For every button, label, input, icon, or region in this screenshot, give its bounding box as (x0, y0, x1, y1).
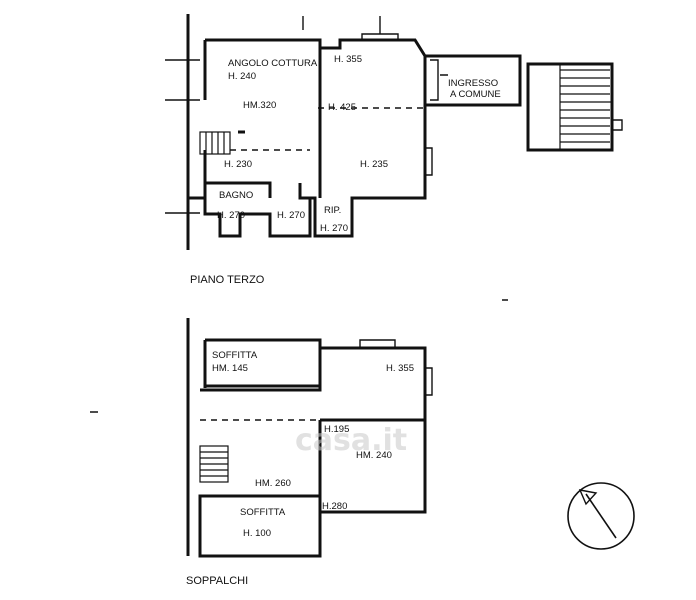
floor-title-piano-terzo: PIANO TERZO (190, 274, 265, 286)
stairwell-wall (526, 62, 614, 152)
room-label-a-comune: A COMUNE (450, 89, 501, 100)
stairs-soppalchi (199, 445, 229, 483)
height-label: H. 235 (360, 159, 388, 170)
height-label: H. 230 (224, 159, 252, 170)
watermark: casa.it (295, 423, 407, 458)
ingresso-wall (425, 54, 522, 107)
piano-terzo-plan: ANGOLO COTTURA H. 240 H. 355 INGRESSO A … (165, 14, 623, 286)
room-label-ingresso: INGRESSO (448, 78, 498, 89)
stairwell-notch (612, 119, 623, 131)
window-top (361, 33, 399, 40)
height-label: H.280 (322, 501, 347, 512)
partition-wall-3 (238, 130, 315, 200)
window-top (359, 339, 396, 348)
height-label: H. 270 (217, 210, 245, 221)
height-label: H.195 (324, 424, 349, 435)
partition-wall-2 (203, 40, 272, 200)
floor-title-soppalchi: SOPPALCHI (186, 575, 248, 587)
stairs-piano-terzo (199, 131, 231, 155)
height-label: H. 270 (277, 210, 305, 221)
room-label-soffitta: SOFFITTA (212, 350, 258, 361)
soppalchi-outer-wall (186, 318, 427, 556)
north-arrow-icon (567, 482, 635, 550)
window (425, 147, 433, 176)
room-label-rip: RIP. (324, 205, 341, 216)
height-label: H. 100 (243, 528, 271, 539)
soffitta-top-wall (203, 340, 320, 388)
height-label: H. 425 (328, 102, 356, 113)
soppalchi-plan: SOFFITTA HM. 145 H. 355 H.195 HM. 240 HM… (90, 299, 508, 587)
height-label: HM.320 (243, 100, 276, 111)
ingresso-door (430, 59, 448, 101)
height-label: HM. 260 (255, 478, 291, 489)
room-label-angolo-cottura: ANGOLO COTTURA (228, 58, 318, 69)
stairwell-stairs (559, 64, 612, 150)
room-label-soffitta: SOFFITTA (240, 507, 286, 518)
wall-stub (90, 299, 508, 413)
height-label: H. 270 (320, 223, 348, 234)
height-label: H. 355 (386, 363, 414, 374)
window (425, 367, 433, 396)
height-label: H. 355 (334, 54, 362, 65)
room-label-bagno: BAGNO (219, 190, 253, 201)
height-label: H. 240 (228, 71, 256, 82)
piano-terzo-outer-wall (186, 14, 427, 238)
height-label: HM. 145 (212, 363, 248, 374)
soffitta-bottom-wall (198, 494, 322, 558)
height-label: HM. 240 (356, 450, 392, 461)
wall-stub (165, 16, 381, 214)
